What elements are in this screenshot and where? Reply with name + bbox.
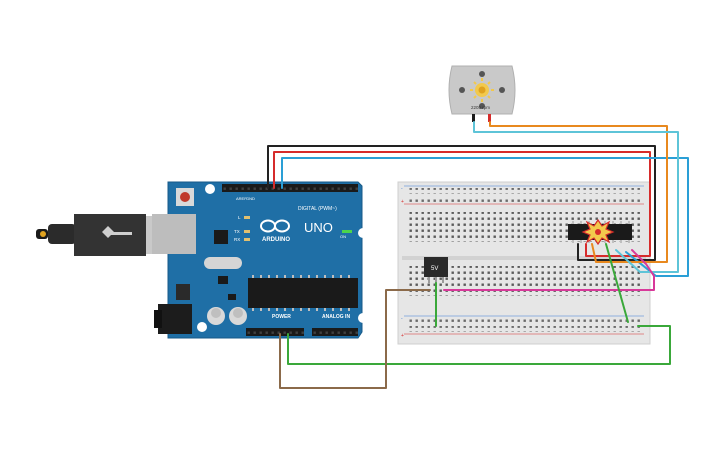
svg-text:-: - xyxy=(401,316,403,322)
bottom-rail-positive[interactable] xyxy=(408,326,640,332)
tx-led-label: TX xyxy=(234,229,240,234)
usb-port xyxy=(152,214,196,254)
bottom-rail-negative[interactable] xyxy=(408,318,640,324)
motor-rpm-label: 2205 rpm xyxy=(471,105,490,110)
reset-button[interactable] xyxy=(176,188,194,206)
svg-text:+: + xyxy=(401,333,404,339)
center-channel xyxy=(402,256,646,260)
power-header[interactable] xyxy=(246,328,304,336)
svg-text:-: - xyxy=(401,186,403,192)
wire-pink[interactable] xyxy=(443,249,655,291)
rx-led xyxy=(244,238,250,241)
on-led xyxy=(342,230,352,233)
l-led xyxy=(244,216,250,219)
wire-black[interactable] xyxy=(267,145,656,261)
mount-hole xyxy=(358,313,368,323)
motor-terminal-red[interactable] xyxy=(488,114,491,122)
mount-hole xyxy=(197,322,207,332)
dc-motor[interactable]: 2205 rpm xyxy=(448,65,516,122)
l-led-label: L xyxy=(238,215,241,220)
arduino-logo-icon xyxy=(260,219,290,233)
arduino-brand-label: ARDUINO xyxy=(262,237,290,243)
regulator-label: 5V xyxy=(431,266,438,272)
board-regulator xyxy=(176,284,190,300)
top-rail-positive[interactable] xyxy=(408,196,640,202)
gnd-label: GND xyxy=(246,196,255,201)
wire-green[interactable] xyxy=(287,325,671,365)
top-rail-negative[interactable] xyxy=(408,188,640,194)
wire-brown[interactable] xyxy=(279,289,431,389)
mount-hole xyxy=(205,184,215,194)
crystal xyxy=(204,257,242,269)
voltage-regulator-5v[interactable]: 5V xyxy=(424,257,448,283)
svg-text:+: + xyxy=(401,199,404,205)
arduino-uno-board[interactable]: AREF GND DIGITAL (PWM~) L TX RX ARDUINO … xyxy=(152,181,368,339)
wire-green-chip[interactable] xyxy=(605,243,629,323)
usb-chip xyxy=(214,230,228,244)
on-label: ON xyxy=(340,234,346,239)
aref-label: AREF xyxy=(236,196,247,201)
sun-icon xyxy=(470,78,494,102)
wire-orange[interactable] xyxy=(489,121,668,263)
tx-led xyxy=(244,230,250,233)
uno-model-label: UNO xyxy=(304,220,333,235)
power-jack xyxy=(154,304,192,334)
motor-terminal-black[interactable] xyxy=(472,114,475,122)
mount-hole xyxy=(358,228,368,238)
motor-driver-chip[interactable] xyxy=(568,218,632,246)
atmega-chip xyxy=(248,275,358,311)
usb-cable[interactable] xyxy=(36,214,168,256)
digital-header[interactable] xyxy=(222,184,358,192)
rx-led-label: RX xyxy=(234,237,240,242)
analog-label: ANALOG IN xyxy=(322,314,350,320)
wire-red[interactable] xyxy=(273,151,651,257)
analog-header[interactable] xyxy=(312,328,358,336)
power-label: POWER xyxy=(272,314,291,320)
digital-label: DIGITAL (PWM~) xyxy=(298,206,337,212)
explosion-icon xyxy=(581,218,615,246)
wire-lightblue[interactable] xyxy=(473,121,679,273)
